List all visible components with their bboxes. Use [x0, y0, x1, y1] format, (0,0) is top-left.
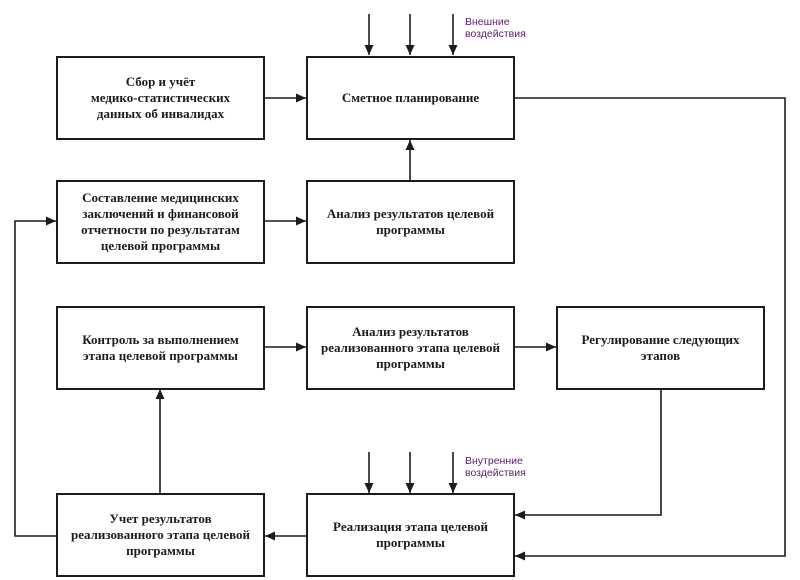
- external-influences-note: Внешние воздействия: [465, 16, 526, 40]
- program-analysis-label: Анализ результатов целевой программы: [326, 206, 495, 237]
- budget-planning-box: Сметное планирование: [306, 56, 515, 140]
- arrow-regulation-to-implementation: [515, 389, 662, 520]
- stage-accounting-box: Учет результатов реализованного этапа це…: [56, 493, 265, 577]
- stage-accounting-label: Учет результатов реализованного этапа це…: [70, 511, 251, 558]
- stage-control-label: Контроль за выполнением этапа целевой пр…: [82, 332, 239, 363]
- program-analysis-box: Анализ результатов целевой программы: [306, 180, 515, 264]
- internal-influences-note: Внутренние воздействия: [465, 455, 526, 479]
- medical-reports-box: Составление медицинских заключений и фин…: [56, 180, 265, 264]
- stage-control-box: Контроль за выполнением этапа целевой пр…: [56, 306, 265, 390]
- data-collection-label: Сбор и учёт медико-статистических данных…: [90, 74, 231, 121]
- next-stage-regulation-box: Регулирование следующих этапов: [556, 306, 765, 390]
- budget-planning-label: Сметное планирование: [341, 90, 480, 105]
- arrow-planning-to-implementation: [515, 97, 786, 561]
- medical-reports-label: Составление медицинских заключений и фин…: [81, 190, 240, 253]
- stage-implementation-box: Реализация этапа целевой программы: [306, 493, 515, 577]
- stage-implementation-label: Реализация этапа целевой программы: [333, 519, 488, 550]
- data-collection-box: Сбор и учёт медико-статистических данных…: [56, 56, 265, 140]
- stage-analysis-box: Анализ результатов реализованного этапа …: [306, 306, 515, 390]
- next-stage-regulation-label: Регулирование следующих этапов: [581, 332, 740, 363]
- arrow-accounting-to-reports: [14, 216, 56, 537]
- stage-analysis-label: Анализ результатов реализованного этапа …: [320, 324, 501, 371]
